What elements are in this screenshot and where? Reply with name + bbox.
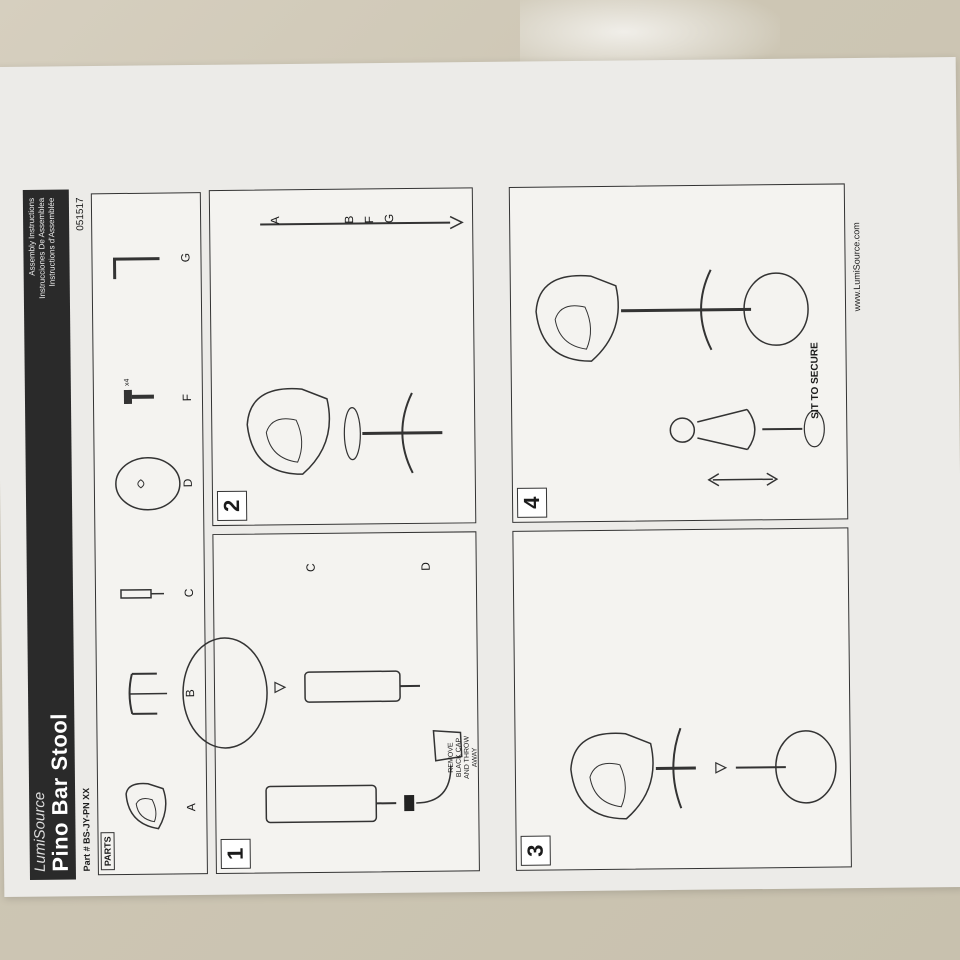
- part-a-label: A: [184, 803, 199, 812]
- part-f-quantity: x4: [123, 378, 131, 386]
- part-a-seat-drawing: [125, 782, 167, 830]
- part-f-screw-drawing: [123, 389, 154, 404]
- parts-label: PARTS: [100, 832, 115, 871]
- part-d-label: D: [180, 478, 195, 488]
- step-2-label-b: B: [342, 215, 357, 224]
- step-4-note: SIT TO SECURE: [809, 342, 822, 419]
- header-banner: LumiSource Pino Bar Stool Assembly Instr…: [22, 189, 76, 880]
- step-1-label-c: C: [303, 563, 318, 573]
- step-2-label-g: G: [382, 213, 397, 224]
- step-3-number: 3: [520, 835, 551, 866]
- step-4-panel: 4 SIT TO SECURE: [508, 183, 849, 523]
- part-b-footrest-drawing: [128, 672, 168, 715]
- step-1-note: REMOVE BLACK CAP AND THROW AWAY: [447, 735, 479, 779]
- step-1-label-d: D: [418, 562, 433, 571]
- step-1-panel: 1 REMOVE BLACK CAP AND THROW AWAY C D: [182, 531, 480, 875]
- instruction-sheet: LumiSource Pino Bar Stool Assembly Instr…: [22, 181, 890, 880]
- part-code: 051517: [74, 197, 87, 231]
- parts-box: PARTS A B C D x4 F: [90, 192, 208, 876]
- step-3-diagram: [570, 727, 837, 820]
- part-b-label: B: [183, 689, 198, 698]
- footer-url: www.LumiSource.com: [851, 222, 863, 312]
- instructions-fr: Instructions d'Assemblée: [46, 197, 57, 287]
- part-g-allen-key-drawing: [112, 257, 160, 280]
- step-2-panel: 2 A B F G: [208, 187, 477, 527]
- part-f-label: F: [179, 393, 194, 402]
- product-title: Pino Bar Stool: [46, 712, 73, 872]
- step-3-panel: 3: [512, 527, 852, 871]
- part-number: Part # BS-JY-PN XX: [81, 787, 92, 872]
- part-c-label: C: [181, 588, 197, 598]
- part-d-base-drawing: [115, 456, 181, 511]
- assembly-instructions-heading: Assembly Instructions Instrucciones De A…: [27, 198, 58, 299]
- step-2-diagram: [246, 215, 464, 475]
- step-2-label-a: A: [268, 216, 283, 225]
- step-2-number: 2: [216, 490, 248, 522]
- part-c-post-drawing: [120, 588, 165, 599]
- step-4-diagram: [535, 269, 825, 487]
- step-2-label-f: F: [362, 215, 377, 224]
- step-1-diagram: [182, 637, 463, 824]
- part-g-label: G: [178, 252, 193, 263]
- step-1-number: 1: [220, 838, 251, 870]
